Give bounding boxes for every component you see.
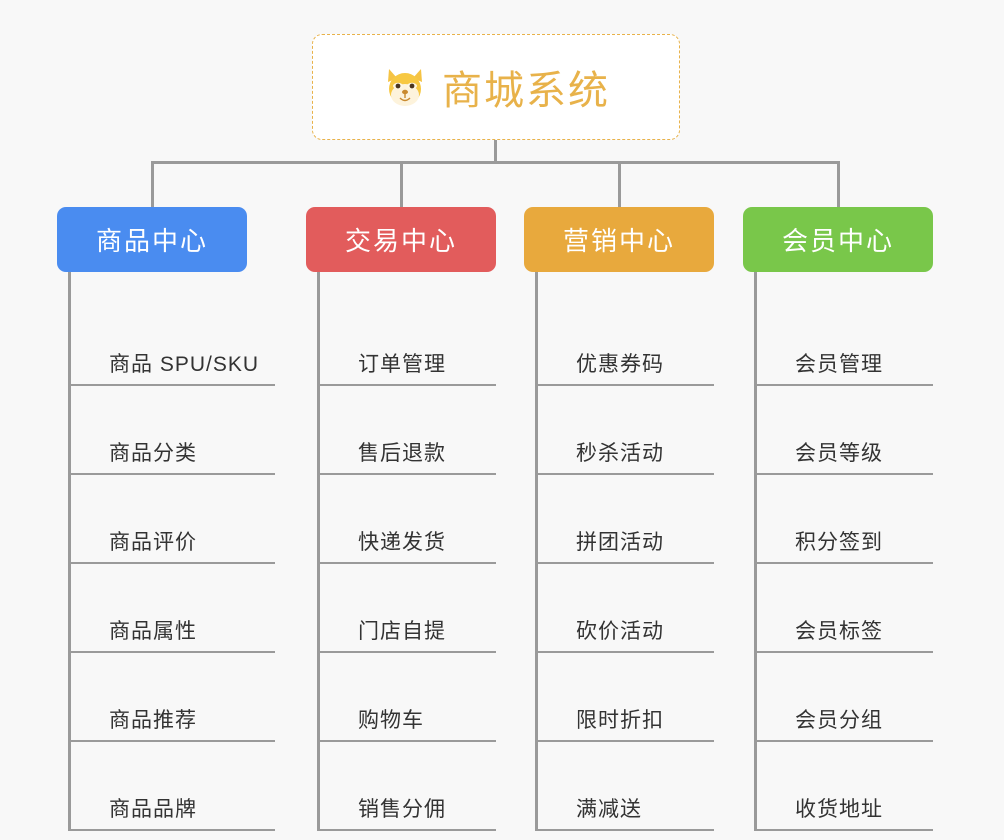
connector-horizontal-bus bbox=[151, 161, 839, 164]
leaf-item-underline bbox=[757, 651, 933, 653]
leaf-item[interactable]: 商品属性 bbox=[71, 564, 275, 653]
leaf-item-label: 购物车 bbox=[358, 709, 424, 732]
leaf-item-underline bbox=[71, 740, 275, 742]
leaf-item-underline bbox=[757, 473, 933, 475]
leaf-item-underline bbox=[320, 473, 496, 475]
leaf-item[interactable]: 售后退款 bbox=[320, 386, 496, 475]
leaf-item[interactable]: 销售分佣 bbox=[320, 742, 496, 831]
leaf-item-label: 会员分组 bbox=[795, 709, 883, 732]
leaf-item[interactable]: 满减送 bbox=[538, 742, 714, 831]
root-title: 商城系统 bbox=[442, 69, 610, 113]
leaf-item-label: 商品 SPU/SKU bbox=[109, 353, 260, 376]
leaf-item-label: 商品推荐 bbox=[109, 709, 197, 732]
leaf-item-label: 限时折扣 bbox=[576, 709, 664, 732]
leaf-item-underline bbox=[71, 473, 275, 475]
leaf-item[interactable]: 商品品牌 bbox=[71, 742, 275, 831]
branch-header-4[interactable]: 会员中心 bbox=[743, 207, 933, 272]
leaf-item-underline bbox=[538, 829, 714, 831]
root-node[interactable]: 商城系统 bbox=[312, 34, 680, 140]
leaf-item-label: 商品品牌 bbox=[109, 798, 197, 821]
leaf-item-label: 优惠券码 bbox=[576, 353, 664, 376]
leaf-item-underline bbox=[538, 384, 714, 386]
leaf-item-label: 销售分佣 bbox=[358, 798, 446, 821]
leaf-item-label: 砍价活动 bbox=[576, 620, 664, 643]
leaf-item-underline bbox=[757, 740, 933, 742]
leaf-item-label: 门店自提 bbox=[358, 620, 446, 643]
leaf-item[interactable]: 商品评价 bbox=[71, 475, 275, 564]
leaf-item-underline bbox=[320, 384, 496, 386]
branch-header-label: 会员中心 bbox=[781, 226, 894, 256]
leaf-item[interactable]: 购物车 bbox=[320, 653, 496, 742]
leaf-item[interactable]: 会员管理 bbox=[757, 297, 933, 386]
leaf-item-label: 拼团活动 bbox=[576, 531, 664, 554]
connector-root-stem bbox=[494, 140, 497, 163]
leaf-item[interactable]: 门店自提 bbox=[320, 564, 496, 653]
leaf-item[interactable]: 会员标签 bbox=[757, 564, 933, 653]
leaf-item-label: 商品属性 bbox=[109, 620, 197, 643]
leaf-item-label: 售后退款 bbox=[358, 442, 446, 465]
leaf-item-label: 积分签到 bbox=[795, 531, 883, 554]
leaf-item[interactable]: 砍价活动 bbox=[538, 564, 714, 653]
leaf-item-label: 商品评价 bbox=[109, 531, 197, 554]
leaf-item-underline bbox=[71, 384, 275, 386]
leaf-item-underline bbox=[320, 651, 496, 653]
branch-trunk-1: 商品 SPU/SKU 商品分类商品评价商品属性商品推荐商品品牌 bbox=[68, 272, 275, 831]
leaf-item-underline bbox=[320, 740, 496, 742]
branch-column-4: 会员中心会员管理会员等级积分签到会员标签会员分组收货地址 bbox=[743, 207, 933, 831]
branch-column-1: 商品中心商品 SPU/SKU 商品分类商品评价商品属性商品推荐商品品牌 bbox=[57, 207, 275, 831]
leaf-item-underline bbox=[538, 651, 714, 653]
leaf-item-label: 订单管理 bbox=[358, 353, 446, 376]
leaf-item[interactable]: 商品 SPU/SKU bbox=[71, 297, 275, 386]
leaf-item[interactable]: 拼团活动 bbox=[538, 475, 714, 564]
leaf-item-label: 会员等级 bbox=[795, 442, 883, 465]
connector-drop-1 bbox=[151, 161, 154, 207]
leaf-item[interactable]: 商品推荐 bbox=[71, 653, 275, 742]
leaf-item[interactable]: 会员分组 bbox=[757, 653, 933, 742]
leaf-item[interactable]: 收货地址 bbox=[757, 742, 933, 831]
branch-header-2[interactable]: 交易中心 bbox=[306, 207, 496, 272]
leaf-item-label: 收货地址 bbox=[795, 798, 883, 821]
connector-drop-4 bbox=[837, 161, 840, 207]
connector-drop-3 bbox=[618, 161, 621, 207]
leaf-item-label: 会员标签 bbox=[795, 620, 883, 643]
branch-column-2: 交易中心订单管理售后退款快递发货门店自提购物车销售分佣 bbox=[306, 207, 496, 831]
leaf-item-underline bbox=[71, 651, 275, 653]
leaf-item-label: 快递发货 bbox=[358, 531, 446, 554]
leaf-item-underline bbox=[757, 562, 933, 564]
leaf-item-underline bbox=[320, 562, 496, 564]
branch-trunk-3: 优惠券码秒杀活动拼团活动砍价活动限时折扣满减送 bbox=[535, 272, 714, 831]
leaf-item[interactable]: 优惠券码 bbox=[538, 297, 714, 386]
leaf-item-underline bbox=[71, 829, 275, 831]
leaf-item-underline bbox=[320, 829, 496, 831]
branch-trunk-2: 订单管理售后退款快递发货门店自提购物车销售分佣 bbox=[317, 272, 496, 831]
branch-header-3[interactable]: 营销中心 bbox=[524, 207, 714, 272]
leaf-item-label: 满减送 bbox=[576, 798, 642, 821]
leaf-item[interactable]: 会员等级 bbox=[757, 386, 933, 475]
branch-trunk-4: 会员管理会员等级积分签到会员标签会员分组收货地址 bbox=[754, 272, 933, 831]
leaf-item-underline bbox=[71, 562, 275, 564]
leaf-item[interactable]: 积分签到 bbox=[757, 475, 933, 564]
connector-drop-2 bbox=[400, 161, 403, 207]
leaf-item-underline bbox=[538, 473, 714, 475]
branch-header-1[interactable]: 商品中心 bbox=[57, 207, 247, 272]
branch-header-label: 营销中心 bbox=[562, 226, 675, 256]
leaf-item[interactable]: 快递发货 bbox=[320, 475, 496, 564]
leaf-item[interactable]: 秒杀活动 bbox=[538, 386, 714, 475]
leaf-item[interactable]: 限时折扣 bbox=[538, 653, 714, 742]
leaf-item-underline bbox=[538, 562, 714, 564]
leaf-item[interactable]: 商品分类 bbox=[71, 386, 275, 475]
leaf-item[interactable]: 订单管理 bbox=[320, 297, 496, 386]
leaf-item-underline bbox=[757, 384, 933, 386]
leaf-item-label: 会员管理 bbox=[795, 353, 883, 376]
shiba-dog-face-icon bbox=[382, 64, 428, 110]
branch-header-label: 交易中心 bbox=[344, 226, 457, 256]
leaf-item-label: 商品分类 bbox=[109, 442, 197, 465]
leaf-item-label: 秒杀活动 bbox=[576, 442, 664, 465]
branch-column-3: 营销中心优惠券码秒杀活动拼团活动砍价活动限时折扣满减送 bbox=[524, 207, 714, 831]
branch-header-label: 商品中心 bbox=[95, 226, 208, 256]
leaf-item-underline bbox=[538, 740, 714, 742]
leaf-item-underline bbox=[757, 829, 933, 831]
